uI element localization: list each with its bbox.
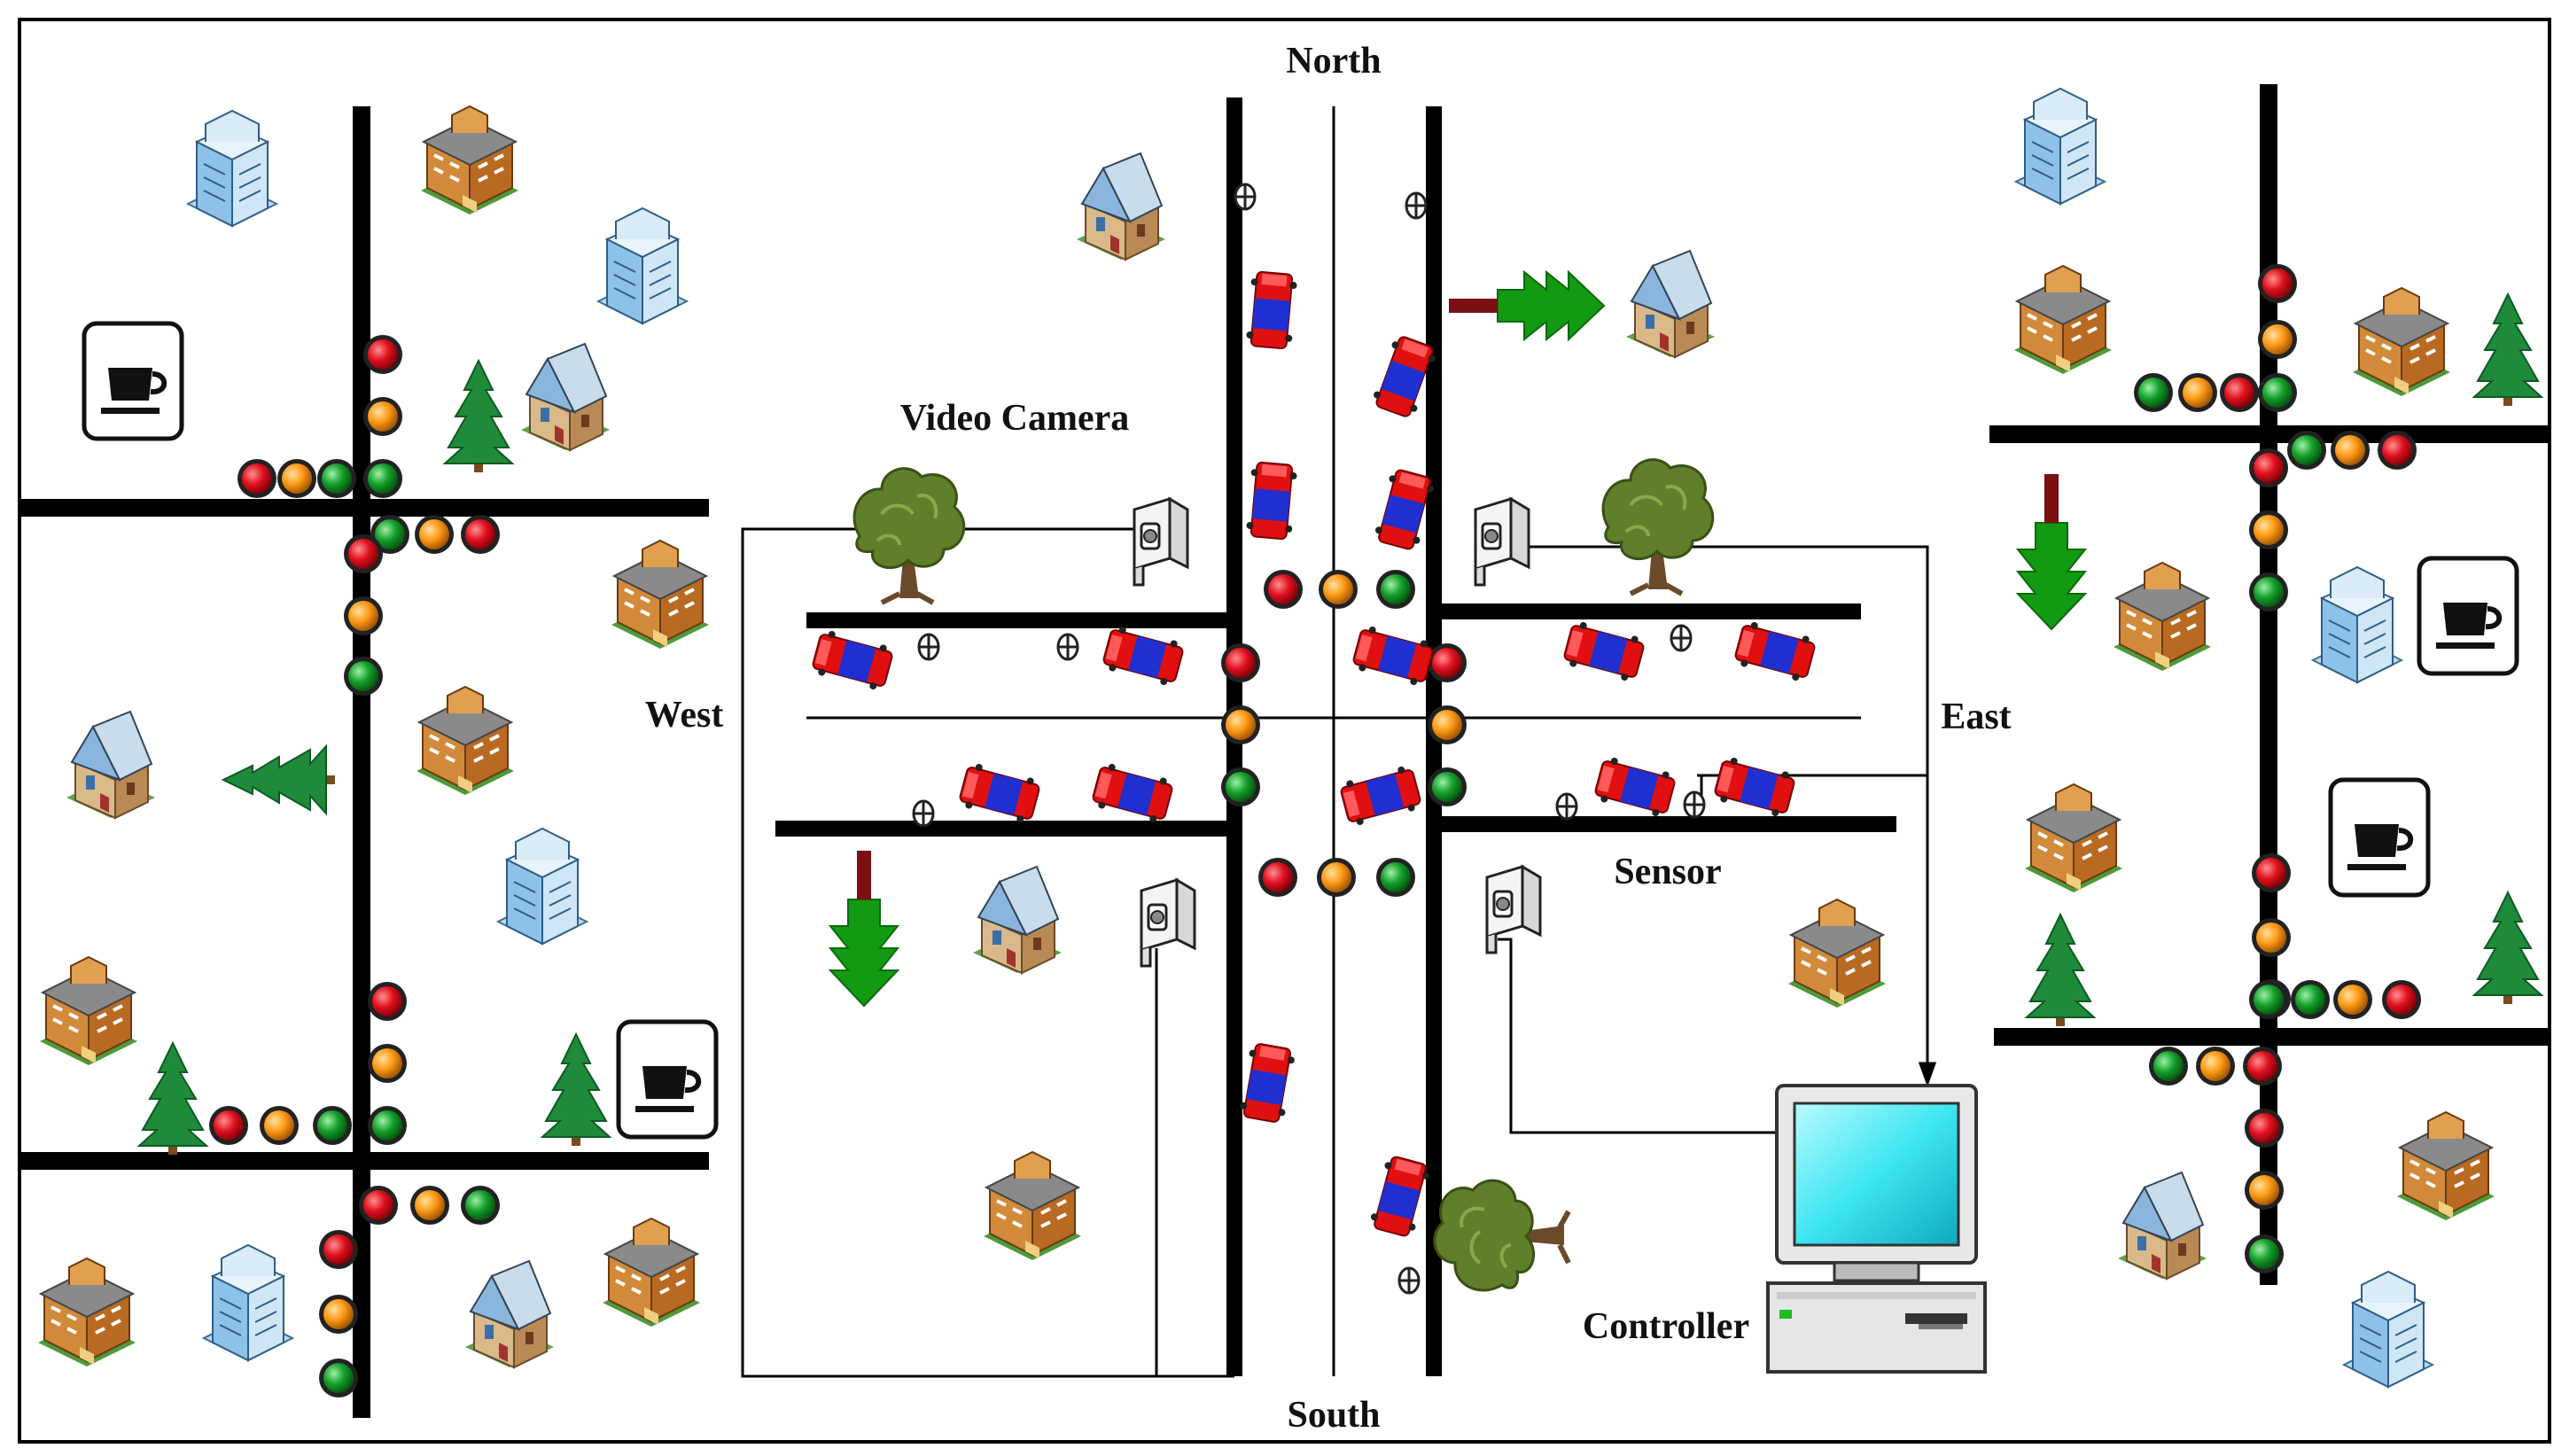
traffic-light-icon: [368, 1106, 407, 1145]
car-icon: [1244, 460, 1299, 541]
computer-icon: [1766, 1084, 1987, 1374]
traffic-light-icon: [363, 335, 402, 374]
traffic-light-icon: [237, 459, 276, 498]
traffic-light-icon: [1376, 570, 1415, 609]
traffic-light-icon: [2252, 918, 2291, 957]
traffic-light-icon: [359, 1186, 398, 1225]
traffic-light-icon: [344, 657, 383, 696]
traffic-light-icon: [363, 397, 402, 436]
traffic-light-icon: [410, 1186, 449, 1225]
coffee-cup-icon: [2331, 780, 2428, 895]
traffic-light-icon: [1317, 858, 1356, 897]
traffic-light-icon: [2258, 320, 2297, 359]
traffic-light-icon: [313, 1106, 352, 1145]
traffic-light-icon: [2220, 373, 2259, 412]
sensor-icon: [1670, 624, 1693, 652]
traffic-light-icon: [1428, 767, 1467, 806]
sensor-icon: [912, 799, 935, 828]
traffic-light-icon: [260, 1106, 299, 1145]
coffee-cup-icon: [84, 323, 182, 439]
traffic-light-icon: [415, 515, 454, 554]
sensor-icon: [1397, 1266, 1421, 1295]
traffic-light-icon: [2196, 1047, 2235, 1086]
sensor-icon: [1234, 183, 1257, 211]
traffic-light-icon: [461, 515, 500, 554]
sensor-icon: [1405, 191, 1428, 220]
traffic-light-icon: [2178, 373, 2217, 412]
traffic-light-icon: [368, 982, 407, 1021]
traffic-light-icon: [1428, 705, 1467, 744]
traffic-light-icon: [2249, 510, 2288, 549]
traffic-light-icon: [2245, 1234, 2284, 1273]
sensor-icon: [1555, 792, 1578, 821]
traffic-light-icon: [363, 459, 402, 498]
label-video-camera: Video Camera: [900, 398, 1130, 439]
traffic-light-icon: [1258, 858, 1297, 897]
label-south: South: [1287, 1395, 1380, 1436]
traffic-light-icon: [2245, 1109, 2284, 1148]
traffic-light-icon: [1221, 767, 1260, 806]
traffic-light-icon: [2249, 448, 2288, 487]
traffic-light-icon: [2134, 373, 2173, 412]
traffic-light-icon: [1376, 858, 1415, 897]
traffic-light-icon: [368, 1044, 407, 1083]
center-intersection-roads: [775, 97, 1896, 1376]
traffic-light-icon: [2378, 431, 2417, 470]
traffic-light-icon: [2243, 1047, 2282, 1086]
traffic-light-icon: [344, 596, 383, 635]
traffic-light-icon: [1428, 643, 1467, 682]
traffic-light-icon: [1221, 643, 1260, 682]
traffic-light-icon: [2291, 980, 2330, 1019]
traffic-light-icon: [2331, 431, 2370, 470]
traffic-light-icon: [319, 1295, 358, 1334]
traffic-light-icon: [344, 534, 383, 573]
sensor-icon: [1056, 633, 1079, 661]
traffic-light-icon: [209, 1106, 248, 1145]
traffic-light-icon: [1264, 570, 1303, 609]
traffic-light-icon: [2149, 1047, 2188, 1086]
label-controller: Controller: [1583, 1306, 1749, 1347]
traffic-light-icon: [2245, 1171, 2284, 1210]
label-east: East: [1941, 697, 2011, 737]
coffee-cup-icon: [2419, 558, 2517, 673]
traffic-light-icon: [2252, 853, 2291, 892]
traffic-light-icon: [2258, 373, 2297, 412]
traffic-light-icon: [2249, 980, 2288, 1019]
traffic-light-icon: [2382, 980, 2421, 1019]
label-north: North: [1286, 41, 1381, 82]
traffic-light-icon: [2249, 572, 2288, 611]
traffic-light-icon: [2287, 431, 2326, 470]
traffic-light-icon: [2333, 980, 2372, 1019]
traffic-light-icon: [1221, 705, 1260, 744]
label-sensor: Sensor: [1614, 852, 1721, 892]
sensor-icon: [1683, 790, 1706, 819]
car-icon: [1244, 269, 1299, 351]
traffic-light-icon: [277, 459, 316, 498]
traffic-light-icon: [461, 1186, 500, 1225]
label-west: West: [645, 695, 724, 736]
traffic-light-icon: [319, 1230, 358, 1269]
sensor-icon: [917, 633, 940, 661]
traffic-light-icon: [2258, 264, 2297, 303]
traffic-light-icon: [319, 1359, 358, 1398]
traffic-light-icon: [1319, 570, 1358, 609]
traffic-light-icon: [317, 459, 356, 498]
coffee-cup-icon: [619, 1022, 716, 1137]
